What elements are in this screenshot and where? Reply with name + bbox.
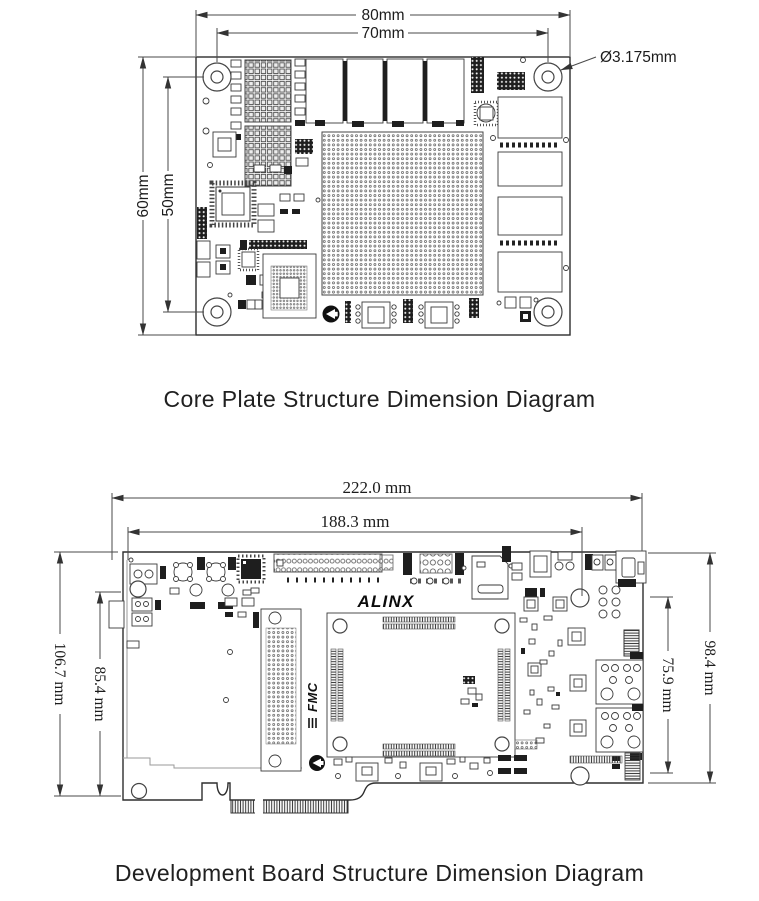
dev-dimension-75mm: 75.9 mm: [650, 596, 677, 774]
core-dimension-80mm: 80mm: [195, 5, 571, 56]
dev-board-diagram: FMC ALINX: [51, 478, 719, 815]
fmc-label: FMC: [305, 682, 320, 712]
dim-label-98mm: 98.4 mm: [701, 640, 718, 695]
dim-label-222mm: 222.0 mm: [343, 478, 412, 497]
pcie-edge-fingers: [230, 798, 349, 815]
key-arrow-icon: [322, 305, 340, 323]
dim-label-60mm: 60mm: [135, 174, 152, 217]
ethernet-rj45-connector: [595, 707, 644, 753]
dev-right-components: [514, 596, 644, 781]
fmc-connector: FMC: [260, 608, 320, 772]
core-diagram-title: Core Plate Structure Dimension Diagram: [163, 386, 596, 412]
dev-dimension-106mm: 106.7 mm: [51, 551, 118, 797]
dev-mounting-holes: [129, 580, 590, 800]
mounting-hole: [533, 62, 563, 92]
key-arrow-icon: [309, 755, 325, 771]
core-top-connector-blocks: [305, 58, 465, 127]
ethernet-rj45-connector: [595, 659, 644, 705]
core-topright-headers: [471, 57, 525, 127]
brand-logo: ALINX: [357, 592, 415, 611]
core-center-via-grid: [321, 131, 484, 296]
core-hole-callout: Ø3.175mm: [560, 49, 677, 71]
core-dimension-60mm: 60mm: [135, 56, 196, 336]
core-dimension-70mm: 70mm: [216, 25, 549, 62]
dev-dimension-98mm: 98.4 mm: [648, 552, 719, 784]
dev-left-components: [126, 597, 259, 703]
mounting-hole: [202, 297, 232, 327]
core-bga-chip: [262, 253, 317, 319]
core-bottom-chips: [322, 296, 539, 329]
core-smd-components: [202, 57, 569, 271]
dim-label-85mm: 85.4 mm: [91, 666, 108, 721]
core-qfp-chip: [209, 180, 257, 228]
bracket-region-line: [123, 757, 302, 769]
core-module-socket-area: [326, 612, 516, 758]
core-board-diagram: 80mm 70mm 60mm 50mm Ø3.175mm: [135, 5, 677, 336]
core-left-pad-arrays: [244, 59, 292, 187]
dim-label-80mm: 80mm: [361, 7, 404, 24]
mounting-hole: [533, 297, 563, 327]
gpio-header-2x20: [273, 553, 383, 573]
dev-bottom-components: [309, 755, 527, 782]
dev-diagram-title: Development Board Structure Dimension Di…: [114, 860, 645, 886]
left-edge-connector: [108, 600, 125, 629]
dim-label-75mm: 75.9 mm: [659, 657, 676, 712]
dev-dimension-85mm: 85.4 mm: [91, 591, 121, 797]
dim-label-106mm: 106.7 mm: [51, 643, 68, 706]
mounting-hole: [202, 62, 232, 92]
dim-label-70mm: 70mm: [361, 25, 404, 42]
dev-dimension-188mm: 188.3 mm: [127, 512, 583, 596]
dim-label-hole-diameter: Ø3.175mm: [600, 49, 677, 66]
core-mounting-holes: [202, 62, 563, 327]
core-lowerleft-components: [196, 207, 307, 310]
core-right-connector-blocks: [497, 96, 563, 293]
jumper-block: [419, 553, 453, 574]
dim-label-188mm: 188.3 mm: [321, 512, 390, 531]
dim-label-50mm: 50mm: [160, 173, 177, 216]
core-dimension-50mm: 50mm: [160, 76, 204, 313]
dev-dimension-222mm: 222.0 mm: [111, 478, 643, 560]
